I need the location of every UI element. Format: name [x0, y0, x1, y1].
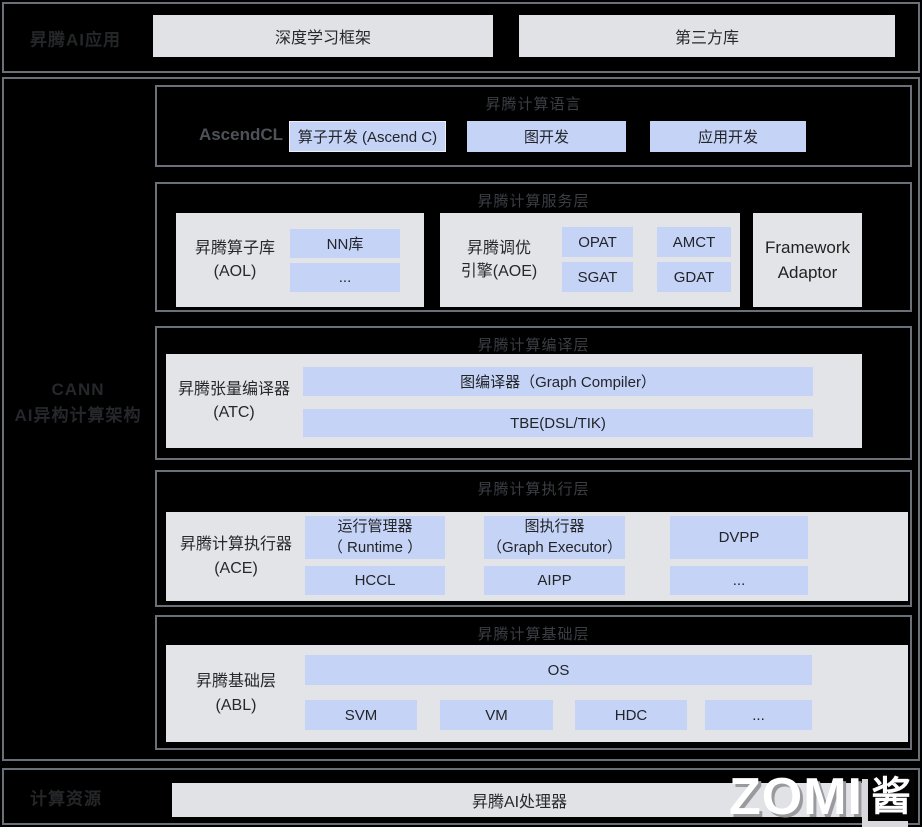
tbe-box: TBE(DSL/TIK): [303, 409, 813, 437]
zomi-watermark-text: ZOMI: [729, 767, 863, 826]
ascend-ai-processor-box: 昇腾AI处理器: [172, 783, 867, 817]
panel-compute-service-title: 昇腾计算服务层: [477, 193, 590, 210]
aol-group: 昇腾算子库 (AOL) NN库 ...: [176, 213, 424, 307]
deep-learning-framework-box: 深度学习框架: [153, 15, 493, 57]
panel-compute-compile: 昇腾计算编译层 昇腾张量编译器 (ATC) 图编译器（Graph Compile…: [155, 326, 912, 460]
gdat-box: GDAT: [657, 262, 731, 292]
aol-label: 昇腾算子库 (AOL): [194, 239, 275, 280]
abl-more-box: ...: [705, 700, 812, 730]
abl-label: 昇腾基础层 (ABL): [195, 673, 276, 714]
sgat-box: SGAT: [562, 262, 633, 292]
panel-compute-service: 昇腾计算服务层 昇腾算子库 (AOL) NN库 ... 昇腾调优 引擎(AOE)…: [155, 182, 912, 312]
panel-compute-execute: 昇腾计算执行层 昇腾计算执行器 (ACE) 运行管理器 （ Runtime ） …: [155, 470, 912, 607]
aol-more-box: ...: [290, 263, 400, 292]
os-box: OS: [305, 655, 812, 685]
zomi-watermark-badge: 酱: [868, 772, 914, 821]
cann-section-label: CANN AI异构计算架构: [4, 377, 152, 430]
graph-dev-box: 图开发: [467, 121, 626, 152]
atc-label: 昇腾张量编译器 (ATC): [177, 380, 290, 421]
ace-more-box: ...: [670, 566, 808, 595]
atc-group: 昇腾张量编译器 (ATC) 图编译器（Graph Compiler） TBE(D…: [166, 354, 862, 448]
panel-compute-base-title: 昇腾计算基础层: [477, 626, 590, 643]
runtime-box: 运行管理器 （ Runtime ）: [305, 516, 445, 559]
cann-label-line2: AI异构计算架构: [14, 406, 142, 426]
ace-group: 昇腾计算执行器 (ACE) 运行管理器 （ Runtime ） 图执行器 （Gr…: [166, 512, 908, 601]
third-party-lib-box: 第三方库: [519, 15, 895, 57]
panel-compute-base: 昇腾计算基础层 昇腾基础层 (ABL) OS SVM VM HDC ...: [155, 615, 912, 750]
compute-resource-section: 计算资源 昇腾AI处理器 ZOMI 酱: [2, 768, 920, 825]
cann-label-line1: CANN: [51, 380, 105, 399]
cann-section: CANN AI异构计算架构 昇腾计算语言 AscendCL 算子开发 (Asce…: [2, 77, 920, 761]
aoe-group: 昇腾调优 引擎(AOE) OPAT AMCT SGAT GDAT: [440, 213, 740, 307]
vm-box: VM: [440, 700, 553, 730]
compute-resource-label: 计算资源: [30, 789, 102, 808]
nn-lib-box: NN库: [290, 229, 400, 258]
zomi-watermark: ZOMI 酱: [729, 771, 914, 823]
framework-adaptor-box: Framework Adaptor: [753, 213, 862, 307]
panel-compute-language-title: 昇腾计算语言: [485, 96, 582, 113]
hdc-box: HDC: [575, 700, 687, 730]
svm-box: SVM: [305, 700, 417, 730]
dvpp-box: DVPP: [670, 516, 808, 559]
graph-executor-box: 图执行器 （Graph Executor）: [484, 516, 625, 559]
ascendcl-label: AscendCL: [198, 125, 284, 144]
app-dev-box: 应用开发: [650, 121, 806, 152]
amct-box: AMCT: [657, 227, 731, 257]
panel-compute-execute-title: 昇腾计算执行层: [477, 481, 590, 498]
panel-compute-compile-title: 昇腾计算编译层: [477, 337, 590, 354]
aipp-box: AIPP: [484, 566, 625, 595]
operator-dev-box: 算子开发 (Ascend C): [289, 121, 446, 152]
panel-compute-language: 昇腾计算语言 AscendCL 算子开发 (Ascend C) 图开发 应用开发: [155, 85, 912, 167]
graph-compiler-box: 图编译器（Graph Compiler）: [303, 367, 813, 396]
app-layer-section: 昇腾AI应用 深度学习框架 第三方库: [2, 2, 920, 73]
app-layer-label: 昇腾AI应用: [30, 30, 121, 49]
abl-group: 昇腾基础层 (ABL) OS SVM VM HDC ...: [166, 645, 908, 742]
ace-label: 昇腾计算执行器 (ACE): [179, 536, 292, 577]
opat-box: OPAT: [562, 227, 633, 257]
hccl-box: HCCL: [305, 566, 445, 595]
aoe-label: 昇腾调优 引擎(AOE): [460, 239, 538, 280]
